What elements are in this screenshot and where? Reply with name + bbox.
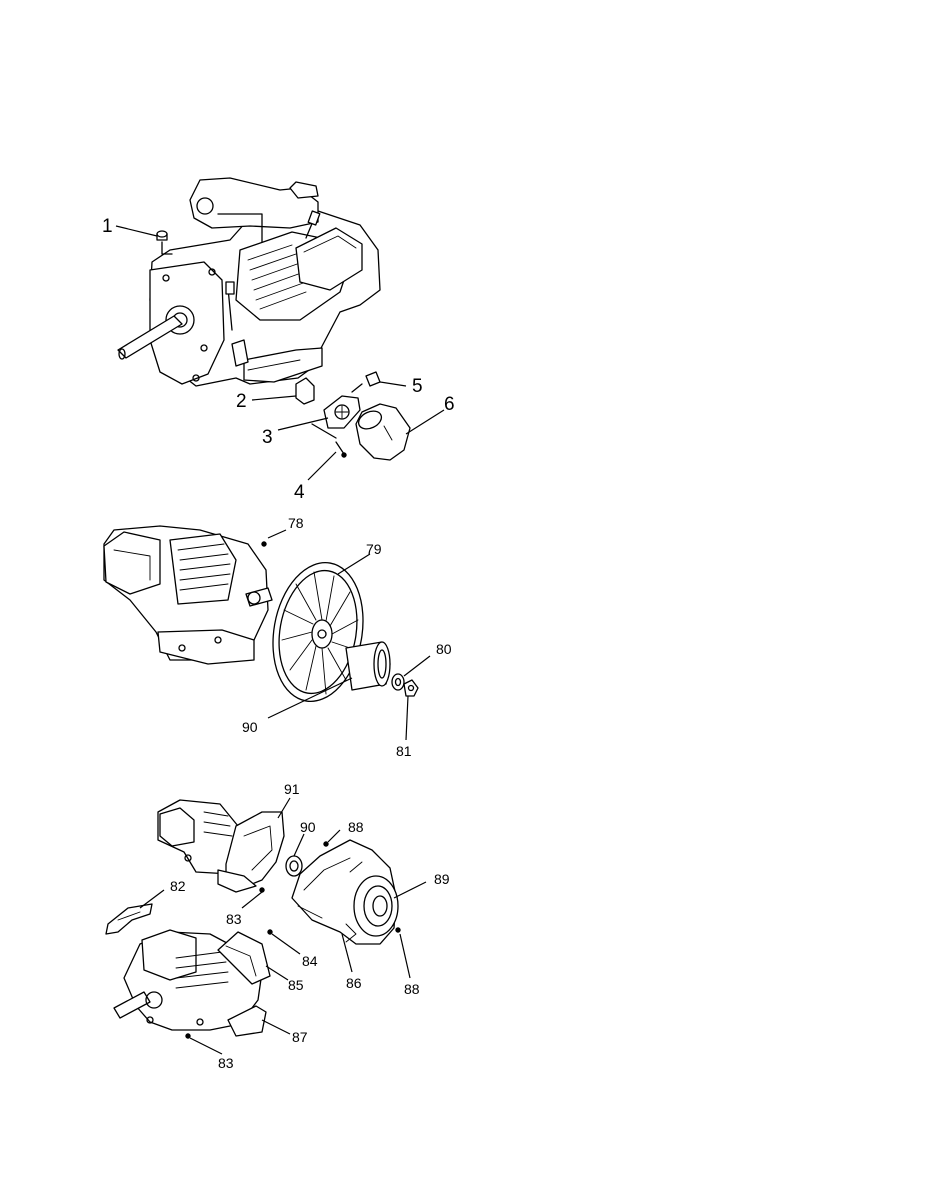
leader-lines-bottom <box>139 797 427 1055</box>
callout-3: 3 <box>262 427 273 448</box>
callout-89: 89 <box>434 871 450 887</box>
callout-1: 1 <box>102 216 113 237</box>
callouts-bottom: 91 90 88 82 83 89 84 85 86 88 87 83 <box>170 781 450 1071</box>
flywheel-parts <box>272 561 419 703</box>
leader-lines-top <box>115 225 445 481</box>
oil-filter-parts <box>295 371 411 461</box>
callout-80: 80 <box>436 641 452 657</box>
engine-assembly-middle <box>103 525 273 665</box>
callout-82: 82 <box>170 878 186 894</box>
callout-4: 4 <box>294 482 305 503</box>
callout-88-bottom: 88 <box>404 981 420 997</box>
callout-83-lower: 83 <box>218 1055 234 1071</box>
callout-87: 87 <box>292 1029 308 1045</box>
leader-lines-middle <box>267 529 431 741</box>
callout-2: 2 <box>236 391 247 412</box>
engine-assembly-top <box>117 177 381 387</box>
engine-assembly-bottom-lower <box>113 929 273 1039</box>
callout-78: 78 <box>288 515 304 531</box>
callouts-middle: 78 79 80 81 90 <box>242 515 452 759</box>
callout-83-upper: 83 <box>226 911 242 927</box>
callout-88-top: 88 <box>348 819 364 835</box>
part-82-baffle <box>105 903 153 935</box>
callout-91: 91 <box>284 781 300 797</box>
callout-79: 79 <box>366 541 382 557</box>
callout-90-bottom: 90 <box>300 819 316 835</box>
callout-81: 81 <box>396 743 412 759</box>
callout-5: 5 <box>412 376 423 397</box>
callouts-top: 1 2 3 4 5 6 <box>102 216 455 503</box>
engine-assembly-bottom-upper <box>157 799 285 893</box>
recoil-starter-assembly <box>285 839 401 945</box>
callout-84: 84 <box>302 953 318 969</box>
callout-86: 86 <box>346 975 362 991</box>
callout-90-middle: 90 <box>242 719 258 735</box>
callout-6: 6 <box>444 394 455 415</box>
callout-85: 85 <box>288 977 304 993</box>
